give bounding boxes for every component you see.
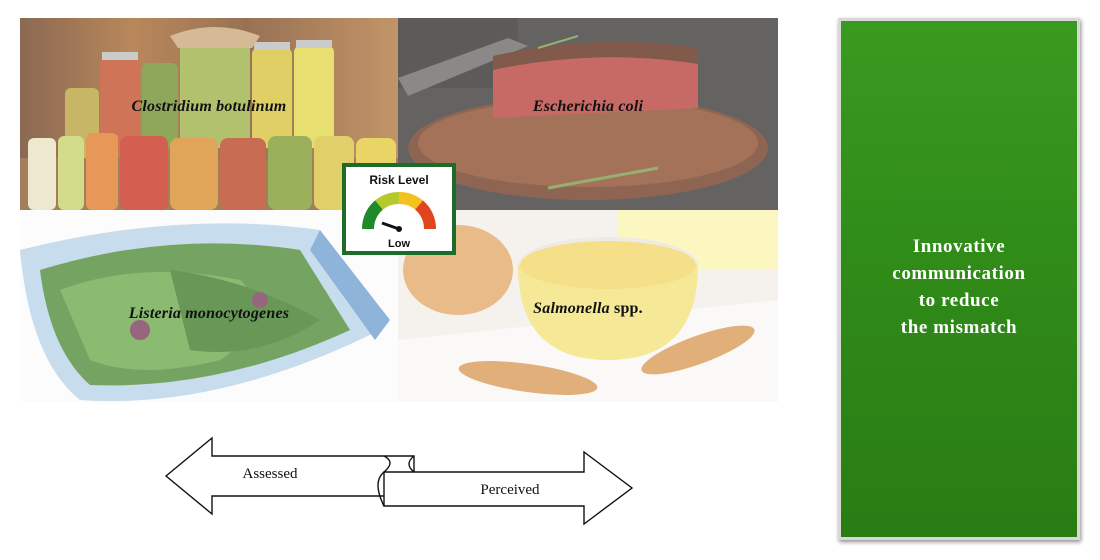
callout-line-2: communication (892, 263, 1026, 284)
risk-level-gauge: Risk Level Low (342, 163, 456, 255)
gauge-title: Risk Level (369, 173, 428, 187)
panel-label-salmonella: Salmonella spp. (533, 300, 643, 317)
gauge-needle (381, 221, 400, 231)
steak-illustration (398, 18, 778, 210)
gauge-icon: Risk Level Low (362, 173, 436, 250)
mayonnaise-illustration (398, 210, 778, 402)
panel-mayonnaise: Salmonella spp. (398, 210, 778, 402)
right-arrow (383, 450, 634, 526)
callout-line-1: Innovative (912, 236, 1006, 257)
panel-canned-foods: Clostridium botulinum (20, 18, 398, 210)
assessed-label: Assessed (243, 466, 298, 482)
assessed-perceived-arrows: Assessed Perceived (164, 436, 634, 526)
panel-label-listeria: Listeria monocytogenes (128, 305, 290, 322)
panel-bagged-salad: Listeria monocytogenes (20, 210, 398, 402)
jars-illustration (20, 27, 398, 210)
panel-label-escherichia: Escherichia coli (532, 98, 644, 115)
gauge-value-label: Low (388, 238, 410, 250)
callout-line-4: the mismatch (900, 317, 1018, 338)
callout-text: Innovative communication to reduce the m… (841, 233, 1077, 341)
callout-line-3: to reduce (918, 290, 1000, 311)
innovative-communication-box: Innovative communication to reduce the m… (838, 18, 1080, 540)
panel-beef-steak: Escherichia coli (398, 18, 778, 210)
panel-label-clostridium: Clostridium botulinum (131, 98, 287, 115)
perceived-label: Perceived (480, 482, 540, 498)
salad-bag-illustration (20, 223, 390, 402)
